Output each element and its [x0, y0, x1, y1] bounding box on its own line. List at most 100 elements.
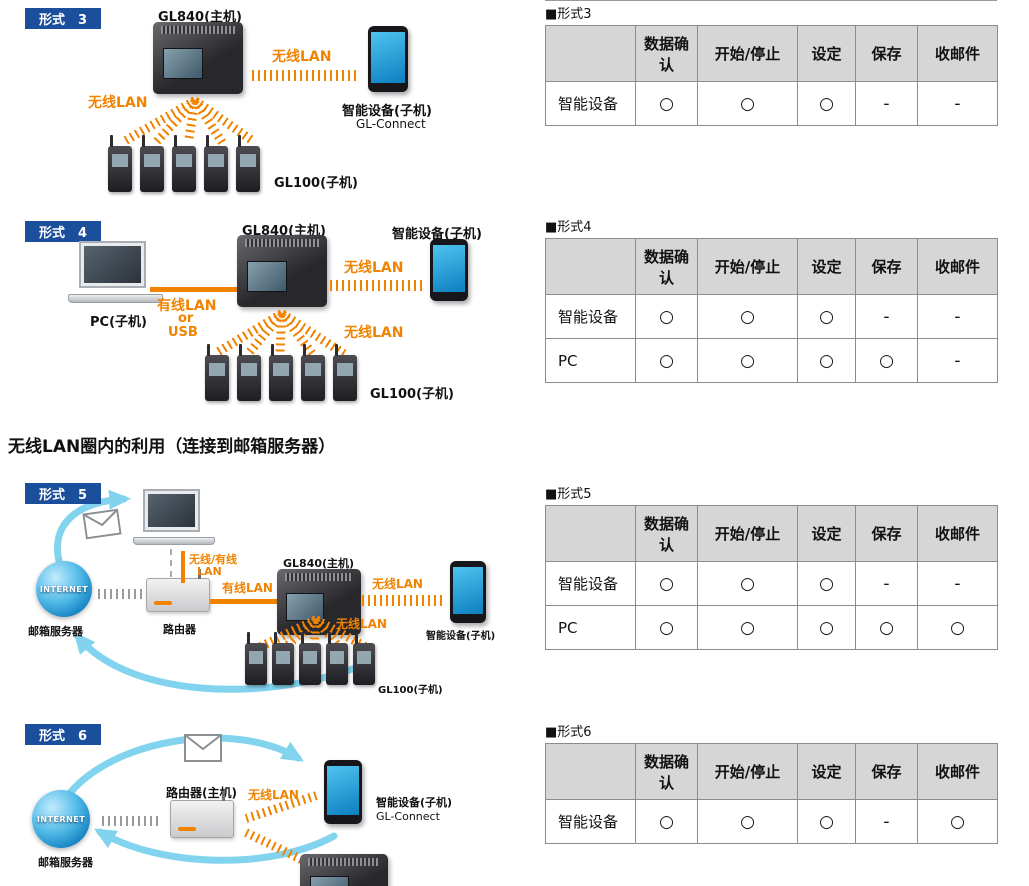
wlan-label-left: 无线LAN [88, 95, 148, 111]
column-header: 开始/停止 [697, 743, 798, 800]
column-header: 设定 [797, 505, 856, 562]
gl100-device-icon [245, 632, 267, 685]
link-line [170, 549, 172, 577]
wired-lan-line [150, 287, 242, 292]
gl100-device-icon [326, 632, 348, 685]
cell-value: ○ [697, 294, 798, 339]
gl100-device-icon [140, 135, 164, 192]
cell-value: ○ [855, 338, 918, 383]
column-header: 数据确认 [635, 238, 698, 295]
diagram-form6: 形式 6 INTERNET 邮箱服务器 路由器(主机) 无线LAN 智能设备(子… [0, 718, 540, 886]
wlan-label-bottom: 无线LAN [344, 325, 404, 341]
wlan-label-right: 无线LAN [272, 49, 332, 65]
wifi-signal [252, 70, 358, 81]
cell-value: ○ [697, 561, 798, 606]
cell-value: ○ [797, 605, 856, 650]
smartphone-icon [324, 760, 362, 824]
diagram-form4: 形式 4 GL840(主机) PC(子机) 有线LAN or USB 无线LAN… [0, 215, 540, 432]
cell-value: ○ [855, 605, 918, 650]
lan-label: LAN [197, 565, 222, 578]
table-row: 智能设备 ○ ○ ○ - - [545, 561, 998, 606]
cell-value: ○ [917, 799, 998, 844]
gl100-label: GL100(子机) [370, 387, 454, 402]
pc-label: PC(子机) [90, 315, 147, 330]
cell-value: ○ [635, 338, 698, 383]
smart-device-label: 智能设备(子机) [376, 796, 453, 809]
table-caption: ■形式3 [545, 0, 997, 22]
gl100-device-icon [108, 135, 132, 192]
column-header: 收邮件 [917, 238, 998, 295]
gl100-label: GL100(子机) [274, 176, 358, 191]
cell-value: ○ [697, 799, 798, 844]
gl-connect-label: GL-Connect [356, 117, 426, 131]
table-row: 智能设备 ○ ○ ○ - - [545, 294, 998, 339]
table-block-form4: ■形式4 数据确认 开始/停止 设定 保存 收邮件 智能设备 ○ ○ ○ - - [545, 214, 998, 383]
diagram-form5: 形式 5 INTERNET 邮箱服务器 路由器 无线/有线 LAN 有线LAN … [0, 475, 540, 718]
signal-dashes [102, 816, 160, 826]
capability-table: 数据确认 开始/停止 设定 保存 收邮件 智能设备 ○ ○ ○ - - [545, 25, 998, 126]
table-row: 智能设备 ○ ○ ○ - - [545, 81, 998, 126]
table-block-form5: ■形式5 数据确认 开始/停止 设定 保存 收邮件 智能设备 ○ ○ ○ - - [545, 481, 998, 650]
router-icon [146, 569, 210, 612]
column-header: 收邮件 [917, 743, 998, 800]
cell-value: - [855, 81, 918, 126]
cell-value: ○ [697, 338, 798, 383]
mail-server-label: 邮箱服务器 [38, 856, 93, 869]
section-heading: 无线LAN圈内的利用（连接到邮箱服务器） [8, 437, 336, 457]
form6-badge: 形式 6 [25, 724, 101, 745]
column-header: 收邮件 [917, 505, 998, 562]
cell-value: ○ [635, 799, 698, 844]
column-header: 设定 [797, 25, 856, 82]
wlan-wired-label: 无线/有线 [189, 553, 238, 566]
wired-lan-label: 有线LAN [157, 298, 217, 314]
table-block-form6: ■形式6 数据确认 开始/停止 设定 保存 收邮件 智能设备 ○ ○ ○ - ○ [545, 719, 998, 844]
row-label: 智能设备 [545, 561, 636, 606]
router-label: 路由器(主机) [166, 786, 237, 800]
column-header: 保存 [855, 238, 918, 295]
table-caption: ■形式5 [545, 487, 592, 502]
cell-value: ○ [635, 561, 698, 606]
cell-value: ○ [797, 81, 856, 126]
row-label: 智能设备 [545, 799, 636, 844]
gl840-label: GL840(主机) [158, 10, 242, 25]
smartphone-icon [430, 239, 468, 301]
capability-table: 数据确认 开始/停止 设定 保存 收邮件 智能设备 ○ ○ ○ - - PC ○ [545, 505, 998, 650]
gl100-device-icon [272, 632, 294, 685]
table-row: PC ○ ○ ○ ○ - [545, 338, 998, 383]
wlan-label-bottom: 无线LAN [336, 617, 387, 631]
smartphone-icon [368, 26, 408, 92]
cell-value: ○ [697, 605, 798, 650]
wifi-signal [362, 595, 446, 606]
internet-label: INTERNET [36, 814, 86, 824]
envelope-icon [184, 734, 222, 762]
gl840-label: GL840(主机) [283, 557, 355, 570]
mail-server-label: 邮箱服务器 [28, 625, 83, 638]
table-row: 智能设备 ○ ○ ○ - ○ [545, 799, 998, 844]
gl840-device-icon [300, 854, 388, 886]
gl100-device-icon [205, 344, 229, 401]
cell-value: - [855, 561, 918, 606]
wired-lan-label: 有线LAN [222, 581, 273, 595]
wired-lan-line [210, 599, 280, 604]
gl840-device-icon [237, 235, 327, 307]
gl100-device-icon [353, 632, 375, 685]
gl100-device-icon [237, 344, 261, 401]
cell-value: ○ [797, 294, 856, 339]
cell-value: - [855, 294, 918, 339]
wlan-label-top: 无线LAN [344, 260, 404, 276]
column-header: 开始/停止 [697, 505, 798, 562]
gl840-device-icon [153, 22, 243, 94]
column-header [545, 25, 636, 82]
gl100-device-icon [236, 135, 260, 192]
capability-table: 数据确认 开始/停止 设定 保存 收邮件 智能设备 ○ ○ ○ - ○ [545, 743, 998, 844]
gl100-device-icon [204, 135, 228, 192]
gl100-device-icon [333, 344, 357, 401]
column-header: 收邮件 [917, 25, 998, 82]
column-header: 保存 [855, 743, 918, 800]
column-header: 开始/停止 [697, 25, 798, 82]
or-label: or [178, 311, 194, 326]
cell-value: ○ [697, 81, 798, 126]
gl100-device-icon [269, 344, 293, 401]
capability-table: 数据确认 开始/停止 设定 保存 收邮件 智能设备 ○ ○ ○ - - PC ○ [545, 238, 998, 383]
